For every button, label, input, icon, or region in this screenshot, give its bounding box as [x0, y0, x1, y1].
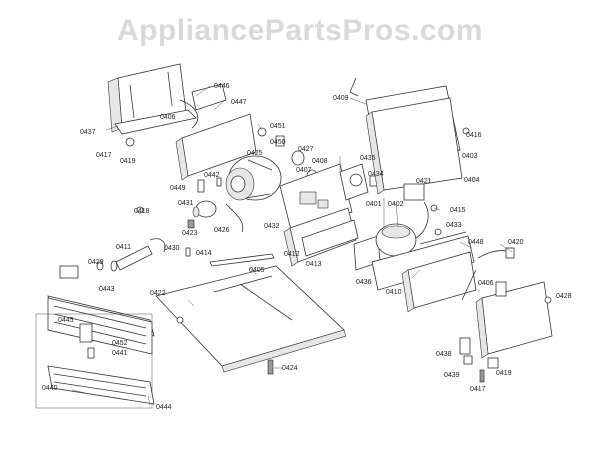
part-label: 0426 [214, 227, 230, 234]
part-label: 0410 [386, 289, 402, 296]
part-label: 0407 [296, 167, 312, 174]
part-label: 0403 [462, 153, 478, 160]
upper-left-bracket-assembly [107, 63, 227, 147]
part-label: 0430 [164, 245, 180, 252]
part-label: 0422 [150, 290, 166, 297]
part-label: 0442 [204, 172, 220, 179]
part-label: 0404 [464, 177, 480, 184]
part-label: 0428 [556, 293, 572, 300]
part-label: 0406 [160, 114, 176, 121]
panel-0447 [175, 113, 285, 181]
drawer-front-0443 [47, 265, 155, 355]
part-label: 0423 [182, 230, 198, 237]
part-label: 0419 [496, 370, 512, 377]
part-label: 0420 [508, 239, 524, 246]
part-label: 0448 [468, 239, 484, 246]
panels-0412-0413 [283, 207, 359, 267]
part-label: 0438 [436, 351, 452, 358]
watermark: AppliancePartsPros.com [116, 14, 484, 47]
part-label: 0405 [249, 267, 265, 274]
part-label: 0411 [116, 244, 131, 251]
small-parts-bottom-right [459, 337, 499, 383]
part-label: 0402 [388, 201, 404, 208]
part-label: 0440 [42, 385, 58, 392]
part-label: 0451 [270, 123, 286, 130]
blower-motor-0425 [225, 150, 318, 201]
part-label: 0439 [444, 372, 460, 379]
part-label: 0435 [360, 155, 376, 162]
part-label: 0429 [88, 259, 104, 266]
part-label: 0416 [466, 132, 482, 139]
part-label: 0415 [450, 207, 466, 214]
part-label: 0434 [368, 171, 384, 178]
part-label: 0413 [306, 261, 322, 268]
part-labels: 0446 0447 0406 0437 0417 0419 0451 0450 … [42, 83, 572, 411]
part-label: 0412 [284, 251, 300, 258]
part-label: 0425 [247, 150, 263, 157]
leader-lines [71, 85, 513, 406]
part-label: 0417 [96, 152, 112, 159]
part-label: 0437 [80, 129, 96, 136]
part-label: 0436 [356, 279, 372, 286]
part-label: 0417 [470, 386, 486, 393]
cover-panel-0403 [349, 77, 470, 195]
small-parts-left [136, 177, 244, 233]
part-label: 0409 [333, 95, 349, 102]
part-label: 0424 [282, 365, 298, 372]
part-label: 0433 [446, 222, 462, 229]
tube-parts-0411 [96, 238, 191, 272]
part-label: 0446 [214, 83, 230, 90]
part-label: 0450 [270, 139, 286, 146]
part-label: 0443 [99, 286, 115, 293]
part-label: 0414 [196, 250, 212, 257]
part-label: 0452 [112, 340, 128, 347]
part-label: 0444 [156, 404, 172, 411]
part-label: 0406 [478, 280, 494, 287]
part-label: 0419 [120, 158, 136, 165]
part-label: 0449 [170, 185, 186, 192]
part-label: 0427 [298, 146, 314, 153]
part-label: 0445 [58, 317, 74, 324]
part-label: 0421 [416, 178, 432, 185]
part-label: 0431 [178, 200, 194, 207]
part-label: 0432 [264, 223, 280, 230]
grille-0445 [35, 313, 274, 409]
part-label: 0418 [134, 208, 150, 215]
base-plate-0410 [371, 231, 477, 313]
part-label: 0408 [312, 158, 328, 165]
floor-panel-0422 [155, 253, 347, 373]
side-panel-0428 [461, 247, 553, 359]
part-label: 0441 [112, 350, 128, 357]
part-label: 0401 [366, 201, 382, 208]
part-label: 0447 [231, 99, 247, 106]
